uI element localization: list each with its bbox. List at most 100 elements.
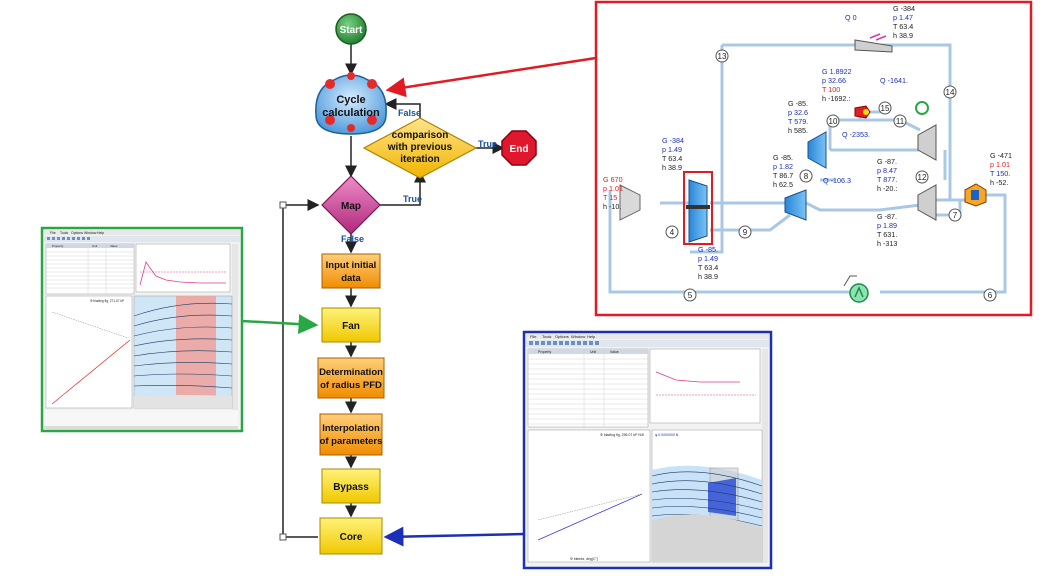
svg-text:10: 10 bbox=[829, 117, 838, 126]
menu-help[interactable]: Help bbox=[587, 334, 596, 339]
svg-text:G -384: G -384 bbox=[893, 4, 915, 13]
svg-text:h 62.5: h 62.5 bbox=[773, 180, 793, 189]
menu-file[interactable]: File bbox=[530, 334, 537, 339]
svg-text:G -85.: G -85. bbox=[773, 153, 793, 162]
node-14: 14 bbox=[943, 85, 957, 99]
fan-plot-line bbox=[51, 339, 131, 405]
svg-text:T 150.: T 150. bbox=[990, 169, 1010, 178]
core-toolbar[interactable] bbox=[526, 340, 769, 347]
core-streamlines bbox=[651, 471, 763, 527]
svg-text:4: 4 bbox=[670, 228, 675, 237]
core-table-header bbox=[528, 349, 648, 354]
fan-property-table bbox=[45, 243, 135, 295]
leader-line bbox=[843, 275, 857, 287]
svg-text:7: 7 bbox=[953, 211, 958, 220]
cycle-marker-icon bbox=[367, 115, 377, 125]
svg-text:p 32.6: p 32.6 bbox=[788, 108, 808, 117]
burner-icon bbox=[854, 105, 871, 119]
start-label: Start bbox=[340, 25, 363, 36]
core-plot-title: Φ blading fig, 295.07 kP N/K bbox=[600, 433, 645, 437]
fan-streamlines bbox=[133, 302, 233, 389]
step-interp-line1: Interpolation bbox=[322, 423, 380, 434]
node-11: 11 bbox=[893, 114, 907, 128]
svg-text:h -313: h -313 bbox=[877, 239, 897, 248]
step-core-label: Core bbox=[340, 532, 363, 543]
lp-compressor-icon bbox=[784, 189, 807, 221]
fan-toolbar[interactable] bbox=[44, 236, 240, 242]
core-software-window: File Tools Options Window Help Property … bbox=[522, 330, 773, 570]
fan-plot-ref bbox=[51, 311, 129, 339]
fan-statusbar bbox=[44, 426, 238, 429]
menu-tools[interactable]: Tools bbox=[60, 231, 68, 235]
node-6: 6 bbox=[983, 288, 997, 302]
fan-highlight-region bbox=[176, 296, 216, 408]
svg-text:G -471: G -471 bbox=[990, 151, 1012, 160]
start-node bbox=[335, 13, 367, 45]
nozzle-core-icon bbox=[971, 190, 979, 200]
core-table-rows bbox=[528, 349, 648, 427]
params-turbine: G -87. p 8.47 T 877. h -20.: bbox=[877, 157, 897, 193]
svg-text:p 1.89: p 1.89 bbox=[877, 221, 897, 230]
cycle-marker-icon bbox=[325, 115, 335, 125]
fan-hub-region bbox=[134, 395, 232, 408]
svg-text:T 100: T 100 bbox=[822, 85, 840, 94]
step-input-line1: Input initial bbox=[326, 260, 377, 271]
svg-text:h -52.: h -52. bbox=[990, 178, 1008, 187]
fuel-source-icon bbox=[915, 101, 929, 115]
map-decision bbox=[321, 175, 381, 235]
cycle-marker-icon bbox=[325, 79, 335, 89]
flowchart: Start Cycle calculation comparison with … bbox=[279, 13, 537, 555]
svg-text:G -87.: G -87. bbox=[877, 212, 897, 221]
params-lp-comp: G -85. p 1.82 T 86.7 h 62.5 bbox=[773, 153, 793, 189]
end-node bbox=[501, 130, 537, 166]
params-burner: G 1.8922 p 32.66 T 100 h -1692.: bbox=[822, 67, 852, 103]
menu-window[interactable]: Window bbox=[84, 231, 97, 235]
fan-col-unit: Unit bbox=[92, 244, 98, 248]
svg-text:T 15: T 15 bbox=[603, 193, 617, 202]
menu-options[interactable]: Options bbox=[71, 231, 83, 235]
fan-table-header bbox=[46, 244, 134, 248]
step-fan: Fan bbox=[321, 307, 381, 343]
svg-text:p 1.01: p 1.01 bbox=[990, 160, 1010, 169]
q-burner-label: Q -1641. bbox=[880, 76, 908, 85]
svg-text:T 86.7: T 86.7 bbox=[773, 171, 793, 180]
svg-text:G 670: G 670 bbox=[603, 175, 623, 184]
callout-arrow-cycle bbox=[385, 56, 597, 98]
core-side-info: φ 0.0000000 N bbox=[655, 433, 679, 437]
q-lp-label: Q -106.3 bbox=[823, 176, 851, 185]
fan-col-value: Value bbox=[110, 244, 118, 248]
params-bypass: G -85. p 1.49 T 63.4 h 38.9 bbox=[698, 245, 718, 281]
fan-table-rows bbox=[46, 244, 134, 294]
step-interp-line2: of parameters bbox=[320, 436, 383, 447]
svg-text:T 631.: T 631. bbox=[877, 230, 897, 239]
cycle-marker-icon bbox=[347, 124, 355, 132]
false-label-top: False bbox=[398, 108, 421, 118]
core-convergence-line bbox=[655, 371, 740, 383]
node-8: 8 bbox=[799, 169, 813, 183]
loop-handle bbox=[279, 201, 287, 209]
q-comp-label: Q -2353. bbox=[842, 130, 870, 139]
svg-text:T 63.4: T 63.4 bbox=[698, 263, 718, 272]
menu-window[interactable]: Window bbox=[571, 334, 585, 339]
menu-tools[interactable]: Tools bbox=[542, 334, 551, 339]
comparison-decision bbox=[362, 117, 478, 179]
svg-text:9: 9 bbox=[743, 228, 748, 237]
menu-options[interactable]: Options bbox=[555, 334, 569, 339]
step-input-line2: data bbox=[341, 273, 361, 284]
svg-text:G -85.: G -85. bbox=[788, 99, 808, 108]
fan-side-toolbar[interactable] bbox=[232, 244, 238, 428]
menu-help[interactable]: Help bbox=[97, 231, 104, 235]
atmosphere-arrow-icon bbox=[854, 286, 864, 298]
svg-text:14: 14 bbox=[946, 88, 955, 97]
menu-file[interactable]: File bbox=[50, 231, 56, 235]
svg-text:11: 11 bbox=[896, 117, 905, 126]
core-col-property: Property bbox=[538, 350, 551, 354]
svg-text:h 38.9: h 38.9 bbox=[662, 163, 682, 172]
core-side-toolbar[interactable] bbox=[762, 349, 768, 563]
svg-text:G -384: G -384 bbox=[662, 136, 684, 145]
node-9: 9 bbox=[738, 225, 752, 239]
fan-col-property: Property bbox=[52, 244, 64, 248]
svg-text:T 877.: T 877. bbox=[877, 175, 897, 184]
step-radius-line1: Determination bbox=[319, 367, 383, 378]
node-10: 10 bbox=[826, 114, 840, 128]
